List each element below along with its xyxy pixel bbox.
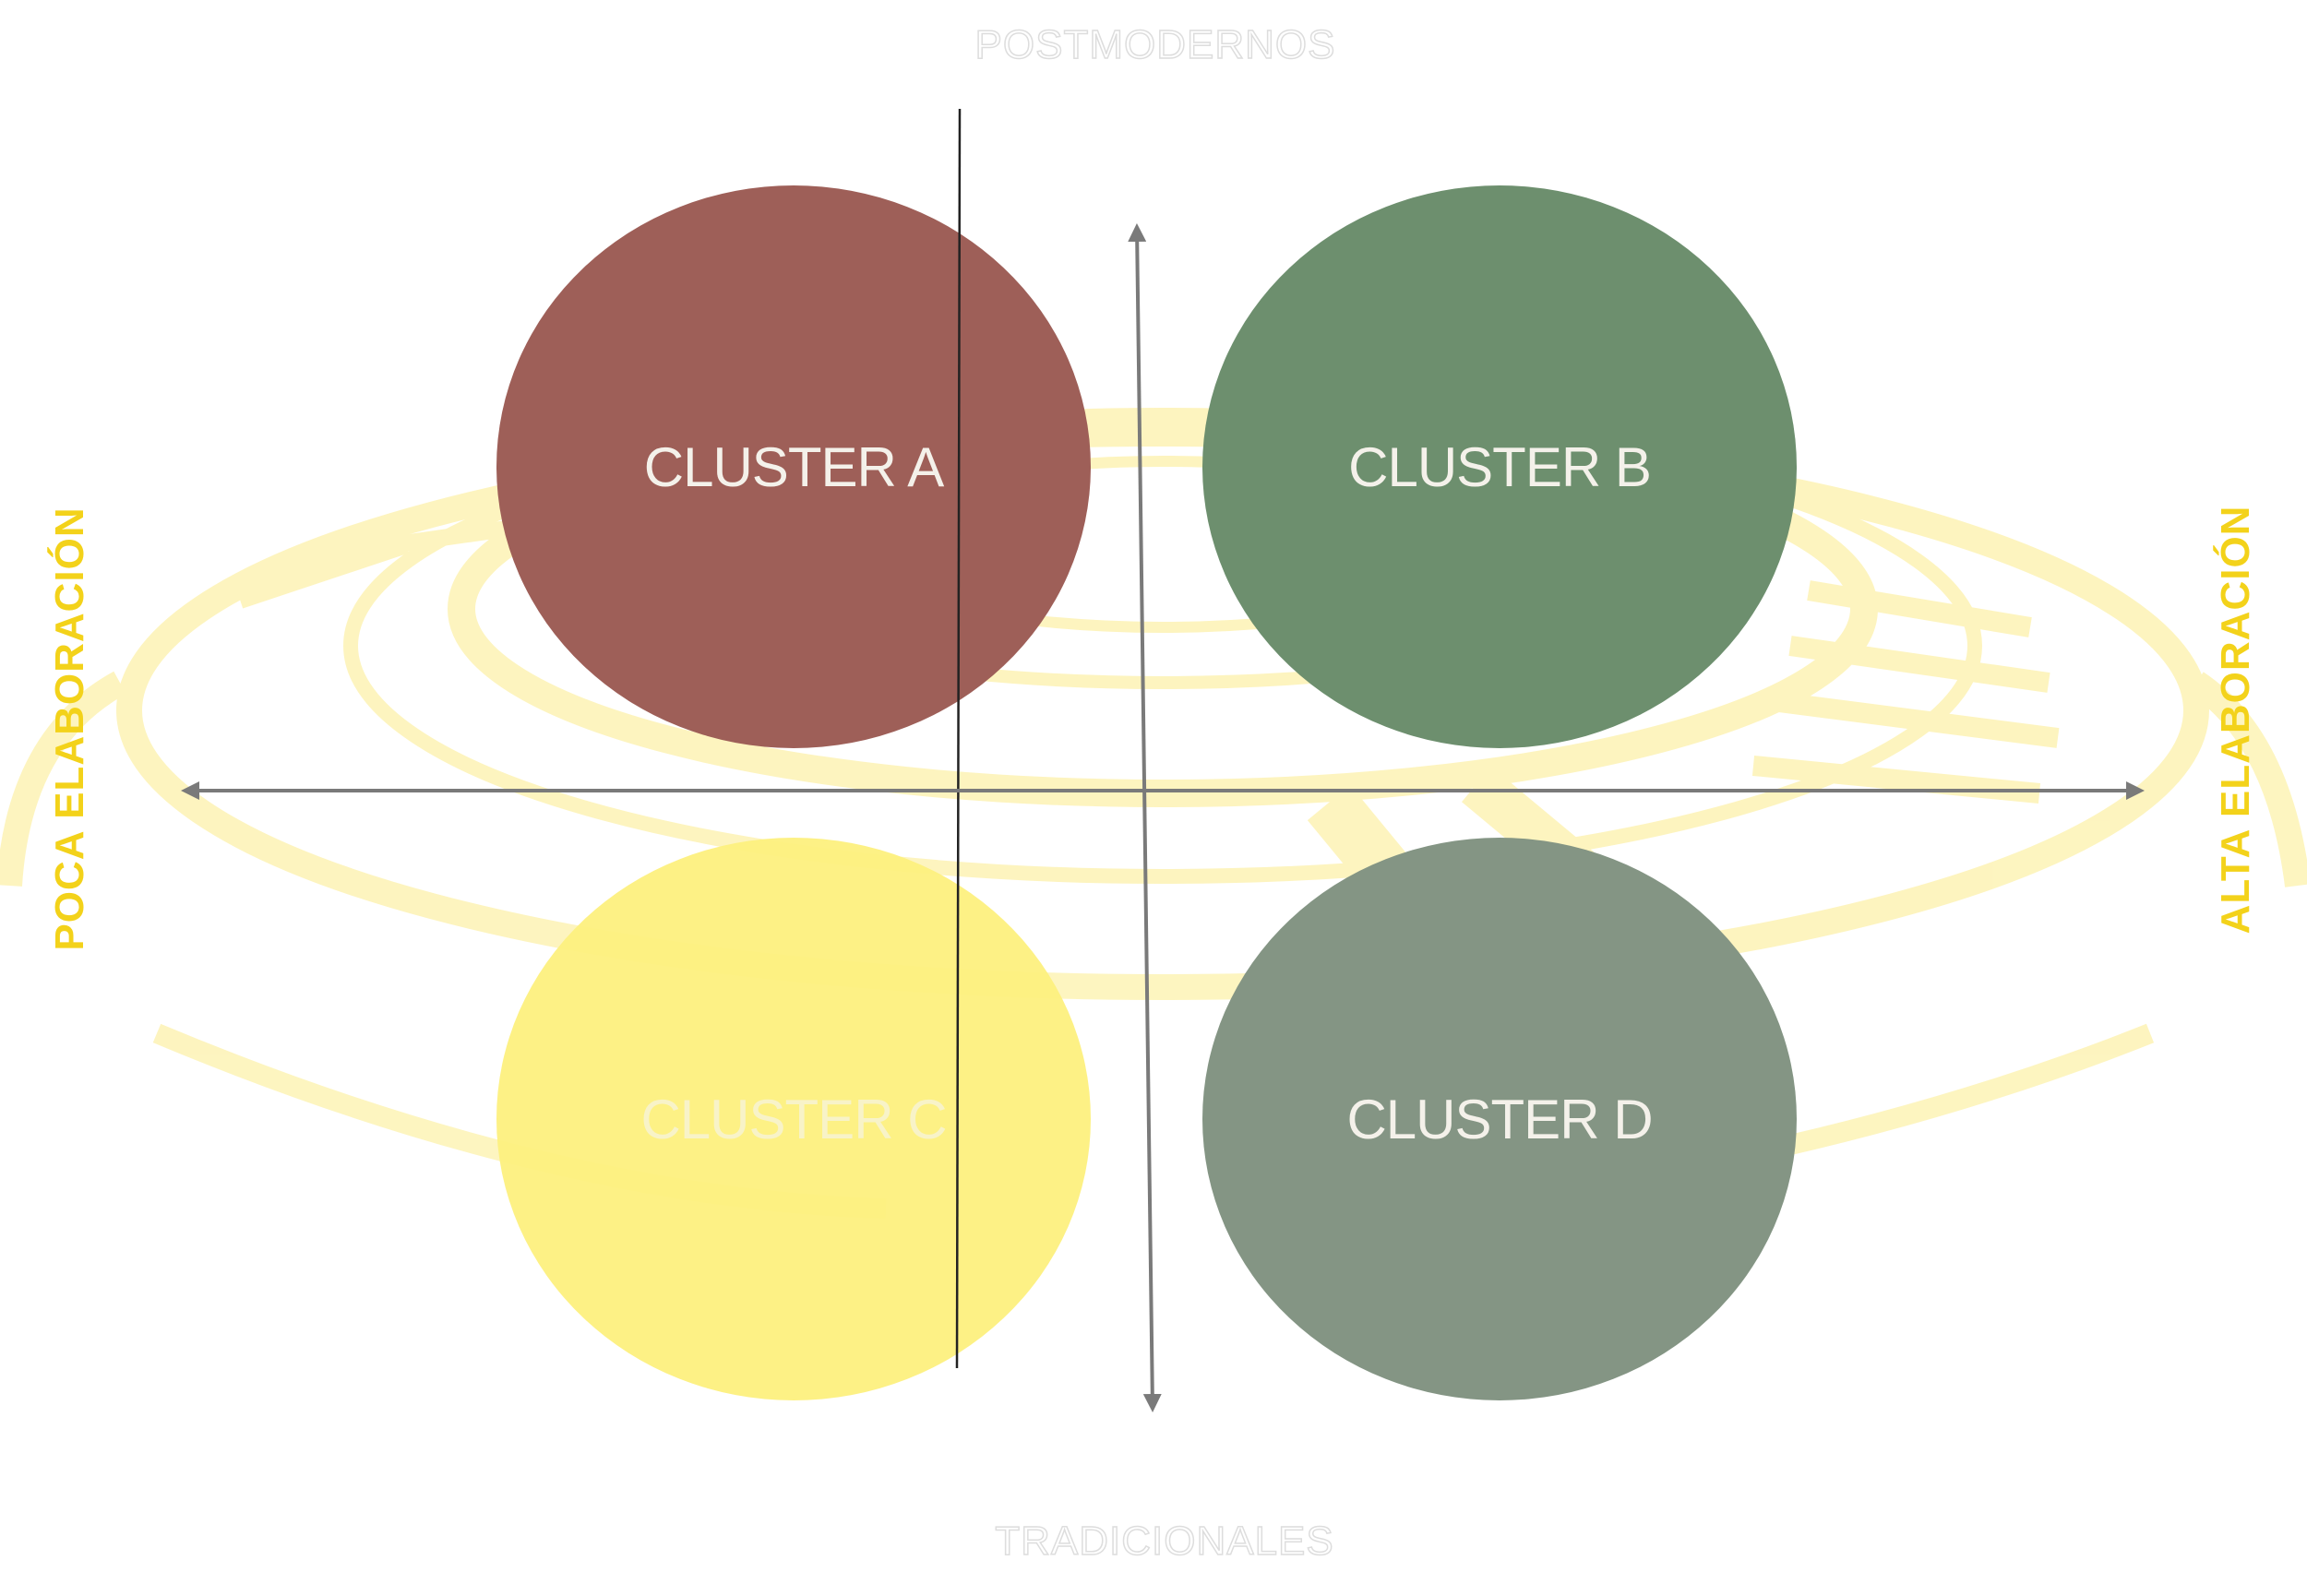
cluster-c-circle	[496, 838, 1091, 1400]
cluster-d-label: CLUSTER D	[1346, 1089, 1652, 1150]
axis-label-left: POCA ELABORACIÓN	[46, 506, 92, 950]
cluster-b-circle	[1202, 185, 1797, 748]
cluster-a: CLUSTER A	[496, 185, 1091, 748]
axis-label-right: ALTA ELABORACIÓN	[2212, 506, 2258, 935]
cluster-d: CLUSTER D	[1202, 838, 1797, 1400]
cluster-d-circle	[1202, 838, 1797, 1400]
cluster-c: CLUSTER C	[496, 838, 1091, 1400]
cluster-a-circle	[496, 185, 1091, 748]
watermark-logo	[0, 408, 2307, 1219]
cluster-b-label: CLUSTER B	[1348, 436, 1651, 498]
axis-label-top: POSTMODERNOS	[975, 22, 1336, 67]
axis-label-bottom: TRADICIONALES	[995, 1519, 1334, 1564]
cluster-b: CLUSTER B	[1202, 185, 1797, 748]
cluster-c-label: CLUSTER C	[640, 1089, 946, 1150]
thin-vertical-line	[955, 108, 962, 1369]
cluster-a-label: CLUSTER A	[644, 436, 944, 498]
vertical-axis-arrow	[1128, 223, 1162, 1412]
